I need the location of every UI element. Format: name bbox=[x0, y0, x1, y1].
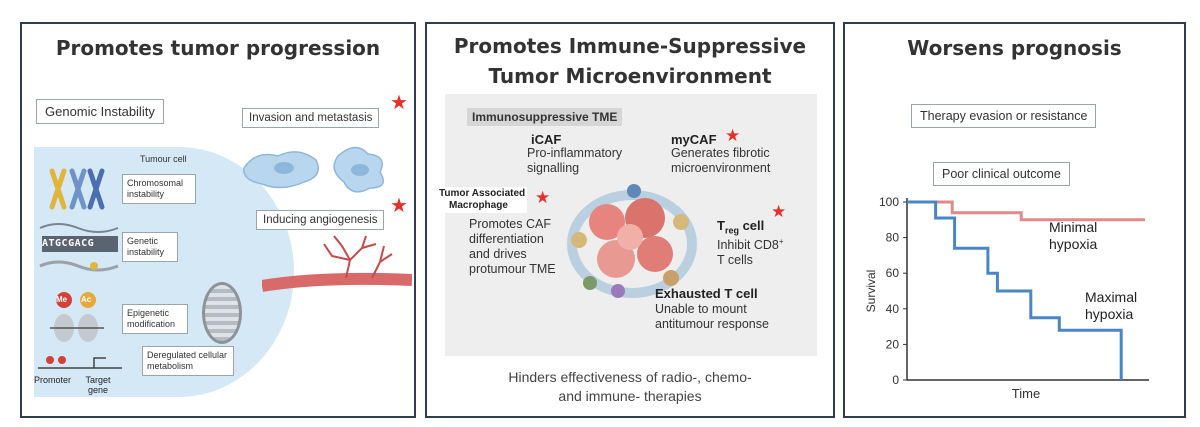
treg-label: Treg cell bbox=[717, 218, 765, 236]
star-icon: ★ bbox=[390, 92, 408, 114]
series-label: Maximal bbox=[1085, 289, 1137, 305]
exhausted-tcell-description: Unable to mount antitumour response bbox=[655, 302, 769, 331]
therapy-evasion-box: Therapy evasion or resistance bbox=[911, 104, 1097, 128]
acetyl-label: Ac bbox=[81, 295, 92, 304]
tumor-cell-cluster bbox=[567, 184, 697, 304]
tme-header: Immunosuppressive TME bbox=[467, 108, 623, 126]
icaf-description: Pro-inflammatory signalling bbox=[527, 146, 623, 175]
series-label: Minimal bbox=[1049, 219, 1097, 235]
tam-description: Promotes CAF differentiation and drives … bbox=[469, 217, 556, 276]
series-label: hypoxia bbox=[1049, 236, 1097, 252]
exhausted-tcell-label: Exhausted T cell bbox=[655, 286, 758, 301]
y-tick-label: 40 bbox=[886, 302, 900, 316]
promoter-icon bbox=[38, 356, 122, 369]
mycaf-description: Generates fibrotic microenvironment bbox=[671, 146, 771, 175]
y-tick-label: 60 bbox=[886, 266, 900, 280]
x-axis-label: Time bbox=[1012, 386, 1040, 401]
tam-label: Tumor Associated Macrophage bbox=[437, 187, 528, 213]
y-tick-label: 80 bbox=[886, 231, 900, 245]
genomic-instability-box: Genomic Instability bbox=[36, 99, 164, 124]
treg-description: Inhibit CD8+ T cells bbox=[717, 237, 784, 268]
poor-outcome-box: Poor clinical outcome bbox=[933, 162, 1070, 186]
chromosome-icon bbox=[49, 168, 105, 210]
epigenetic-icon bbox=[50, 292, 104, 342]
panel-title: Worsens prognosis bbox=[907, 36, 1122, 60]
y-tick-label: 0 bbox=[892, 373, 899, 387]
y-axis-label: Survival bbox=[864, 270, 878, 313]
inducing-angiogenesis-box: Inducing angiogenesis bbox=[256, 210, 385, 230]
target-gene-label: Target gene bbox=[85, 375, 111, 395]
genetic-instability-box: Genetic instability bbox=[122, 232, 178, 262]
methyl-label: Me bbox=[56, 295, 68, 304]
tme-footer: Hinders effectiveness of radio-, chemo- … bbox=[508, 369, 752, 404]
panel-title-line1: Promotes Immune-Suppressive bbox=[453, 34, 807, 58]
panel-tumor-progression: Promotes tumor progression Genomic Insta… bbox=[20, 22, 416, 418]
dna-icon bbox=[39, 223, 119, 272]
panel-title-line2: Tumor Microenvironment bbox=[488, 64, 772, 88]
star-icon: ★ bbox=[390, 195, 408, 217]
mycaf-label: myCAF bbox=[671, 132, 717, 147]
panel-title: Promotes tumor progression bbox=[55, 36, 381, 60]
series-line-maximal bbox=[907, 200, 1123, 380]
epigenetic-modification-box: Epigenetic modification bbox=[122, 304, 188, 334]
panel-immune-suppressive-tme: Promotes Immune-Suppressive Tumor Microe… bbox=[425, 22, 835, 418]
series-label: hypoxia bbox=[1085, 306, 1133, 322]
y-tick-label: 100 bbox=[879, 195, 899, 209]
series-line-minimal bbox=[907, 200, 1145, 222]
deregulated-metabolism-box: Deregulated cellular metabolism bbox=[142, 346, 234, 376]
dna-sequence: ATGCGACG bbox=[42, 238, 95, 249]
star-icon: ★ bbox=[725, 126, 741, 145]
icaf-label: iCAF bbox=[531, 132, 562, 147]
survival-chart: 020406080100SurvivalTimeMinimalhypoxiaMa… bbox=[864, 195, 1149, 401]
star-icon: ★ bbox=[771, 202, 787, 221]
chromosomal-instability-box: Chromosomal instability bbox=[122, 174, 196, 204]
promoter-label: Promoter bbox=[34, 375, 72, 385]
y-tick-label: 20 bbox=[886, 337, 900, 351]
invasion-metastasis-box: Invasion and metastasis bbox=[242, 108, 380, 128]
mitochondria-icon bbox=[202, 282, 242, 344]
migrating-cells-icon bbox=[243, 146, 385, 193]
blood-vessel-icon bbox=[262, 235, 412, 292]
star-icon: ★ bbox=[535, 188, 551, 207]
panel-worsens-prognosis: Worsens prognosis Therapy evasion or res… bbox=[843, 22, 1186, 418]
tumour-cell-label: Tumour cell bbox=[140, 154, 187, 164]
panel-title: Promotes Immune-Suppressive Tumor Microe… bbox=[427, 31, 833, 91]
